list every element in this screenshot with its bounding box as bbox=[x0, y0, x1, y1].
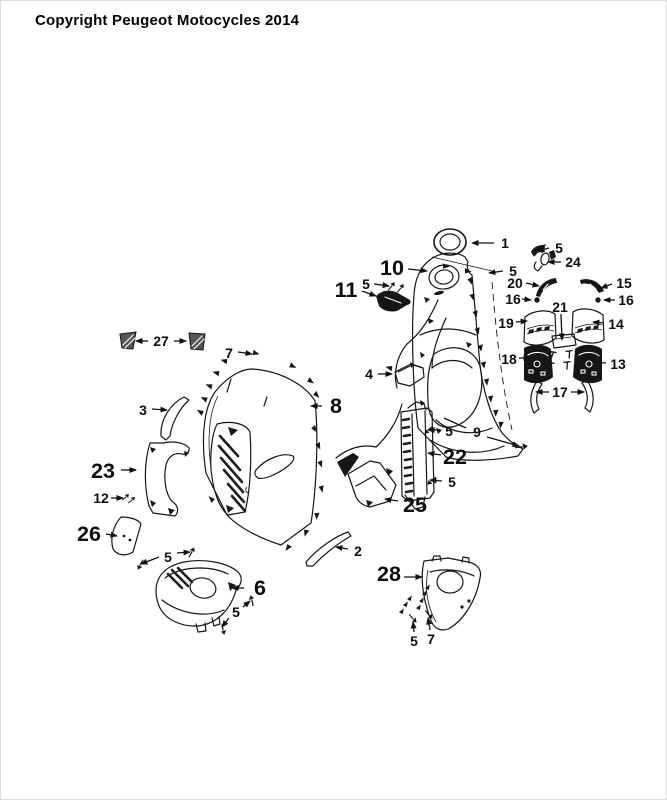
part-number-11: 11 bbox=[335, 278, 358, 302]
part-number-5: 5 bbox=[410, 633, 418, 649]
callout-leader-26 bbox=[105, 531, 118, 538]
part-number-7: 7 bbox=[225, 345, 233, 361]
callout-leader-5 bbox=[537, 246, 550, 253]
part-number-6: 6 bbox=[254, 576, 266, 600]
callout-leader-15 bbox=[600, 282, 613, 289]
part-3-trim bbox=[160, 396, 190, 441]
dashboard-hatching bbox=[217, 434, 247, 513]
part-number-5: 5 bbox=[448, 474, 456, 490]
part-27-mirror-bases bbox=[119, 331, 206, 351]
callout-leader-25 bbox=[384, 497, 399, 503]
part-6-handlebar-cover bbox=[134, 546, 258, 636]
part-number-8: 8 bbox=[330, 394, 342, 418]
inner-assembly-lines bbox=[335, 317, 493, 459]
part-28-fender bbox=[398, 555, 482, 631]
part-number-25: 25 bbox=[403, 493, 427, 517]
callout-leader-5 bbox=[242, 600, 251, 608]
callout-leader-10 bbox=[407, 267, 428, 274]
part-13-panel bbox=[573, 344, 602, 384]
windshield-screws bbox=[195, 349, 325, 553]
callout-leader-14 bbox=[592, 319, 605, 326]
callout-leader-7 bbox=[237, 350, 253, 357]
part-23-bracket bbox=[144, 441, 190, 517]
callout-leader-5 bbox=[221, 617, 230, 628]
part-number-10: 10 bbox=[380, 256, 404, 280]
callout-leader-5 bbox=[488, 269, 504, 276]
part-number-19: 19 bbox=[498, 315, 514, 331]
part-number-16: 16 bbox=[618, 292, 634, 308]
callout-leader-21 bbox=[558, 313, 565, 341]
part-number-16: 16 bbox=[505, 291, 521, 307]
part-15-grip bbox=[580, 279, 604, 293]
part-number-12: 12 bbox=[93, 490, 109, 506]
part-19-panel bbox=[523, 310, 557, 346]
part-2-trim bbox=[305, 531, 352, 567]
callout-leader-7 bbox=[426, 617, 433, 631]
callout-leader-11 bbox=[361, 290, 377, 297]
callout-leader-5 bbox=[176, 549, 191, 556]
part-number-18: 18 bbox=[501, 351, 517, 367]
callout-leader-22 bbox=[427, 451, 442, 457]
part-4-bracket bbox=[384, 363, 425, 387]
part-number-1: 1 bbox=[501, 235, 509, 251]
fender-screws bbox=[398, 583, 434, 624]
part-22-box bbox=[400, 401, 437, 510]
part-number-5: 5 bbox=[555, 240, 563, 256]
part-number-5: 5 bbox=[232, 604, 240, 620]
callout-leader-3 bbox=[151, 406, 168, 413]
part-number-26: 26 bbox=[77, 522, 101, 546]
callout-leader-2 bbox=[335, 545, 349, 552]
part-24-bracket bbox=[531, 242, 556, 272]
speedo-hatching bbox=[166, 566, 194, 590]
box-hatching bbox=[401, 417, 414, 494]
callout-leader-5 bbox=[140, 556, 160, 565]
part-number-27: 27 bbox=[153, 333, 169, 349]
part-number-24: 24 bbox=[565, 254, 581, 270]
callout-leader-19 bbox=[515, 318, 528, 325]
part-number-5: 5 bbox=[164, 549, 172, 565]
part-11-trim bbox=[376, 281, 411, 312]
part-1-ring bbox=[433, 228, 467, 256]
part-number-13: 13 bbox=[610, 356, 626, 372]
part-number-17: 17 bbox=[552, 384, 568, 400]
part-number-23: 23 bbox=[91, 459, 115, 483]
callout-leader-5 bbox=[410, 621, 417, 633]
callout-leader-9 bbox=[443, 417, 467, 429]
part-number-3: 3 bbox=[139, 402, 147, 418]
part-20-grip bbox=[536, 278, 557, 297]
callout-leader-9 bbox=[486, 436, 520, 448]
callout-leader-20 bbox=[525, 281, 540, 288]
part-number-7: 7 bbox=[427, 631, 435, 647]
callout-leader-16 bbox=[521, 296, 532, 303]
part-25-duct bbox=[337, 453, 397, 508]
part-number-5: 5 bbox=[445, 423, 453, 439]
part-16-grommets bbox=[534, 297, 601, 303]
part-number-21: 21 bbox=[552, 299, 568, 315]
part-number-14: 14 bbox=[608, 316, 624, 332]
copyright-text: Copyright Peugeot Motocycles 2014 bbox=[35, 12, 300, 29]
callout-leader-13 bbox=[594, 359, 607, 366]
part-number-28: 28 bbox=[377, 562, 401, 586]
part-number-2: 2 bbox=[354, 543, 362, 559]
callout-leader-5 bbox=[373, 282, 390, 289]
part-number-15: 15 bbox=[616, 275, 632, 291]
part-18-panel bbox=[524, 344, 553, 384]
part-12-screws bbox=[121, 493, 136, 504]
part-number-9: 9 bbox=[473, 424, 481, 440]
part-17-strips bbox=[530, 379, 594, 414]
part-number-4: 4 bbox=[365, 366, 373, 382]
part-number-5: 5 bbox=[509, 263, 517, 279]
part-8-windshield bbox=[195, 349, 325, 553]
part-number-5: 5 bbox=[362, 276, 370, 292]
part-number-22: 22 bbox=[443, 445, 467, 469]
callout-leader-5 bbox=[429, 477, 443, 484]
part-14-panel bbox=[571, 308, 605, 344]
part-number-20: 20 bbox=[507, 275, 523, 291]
